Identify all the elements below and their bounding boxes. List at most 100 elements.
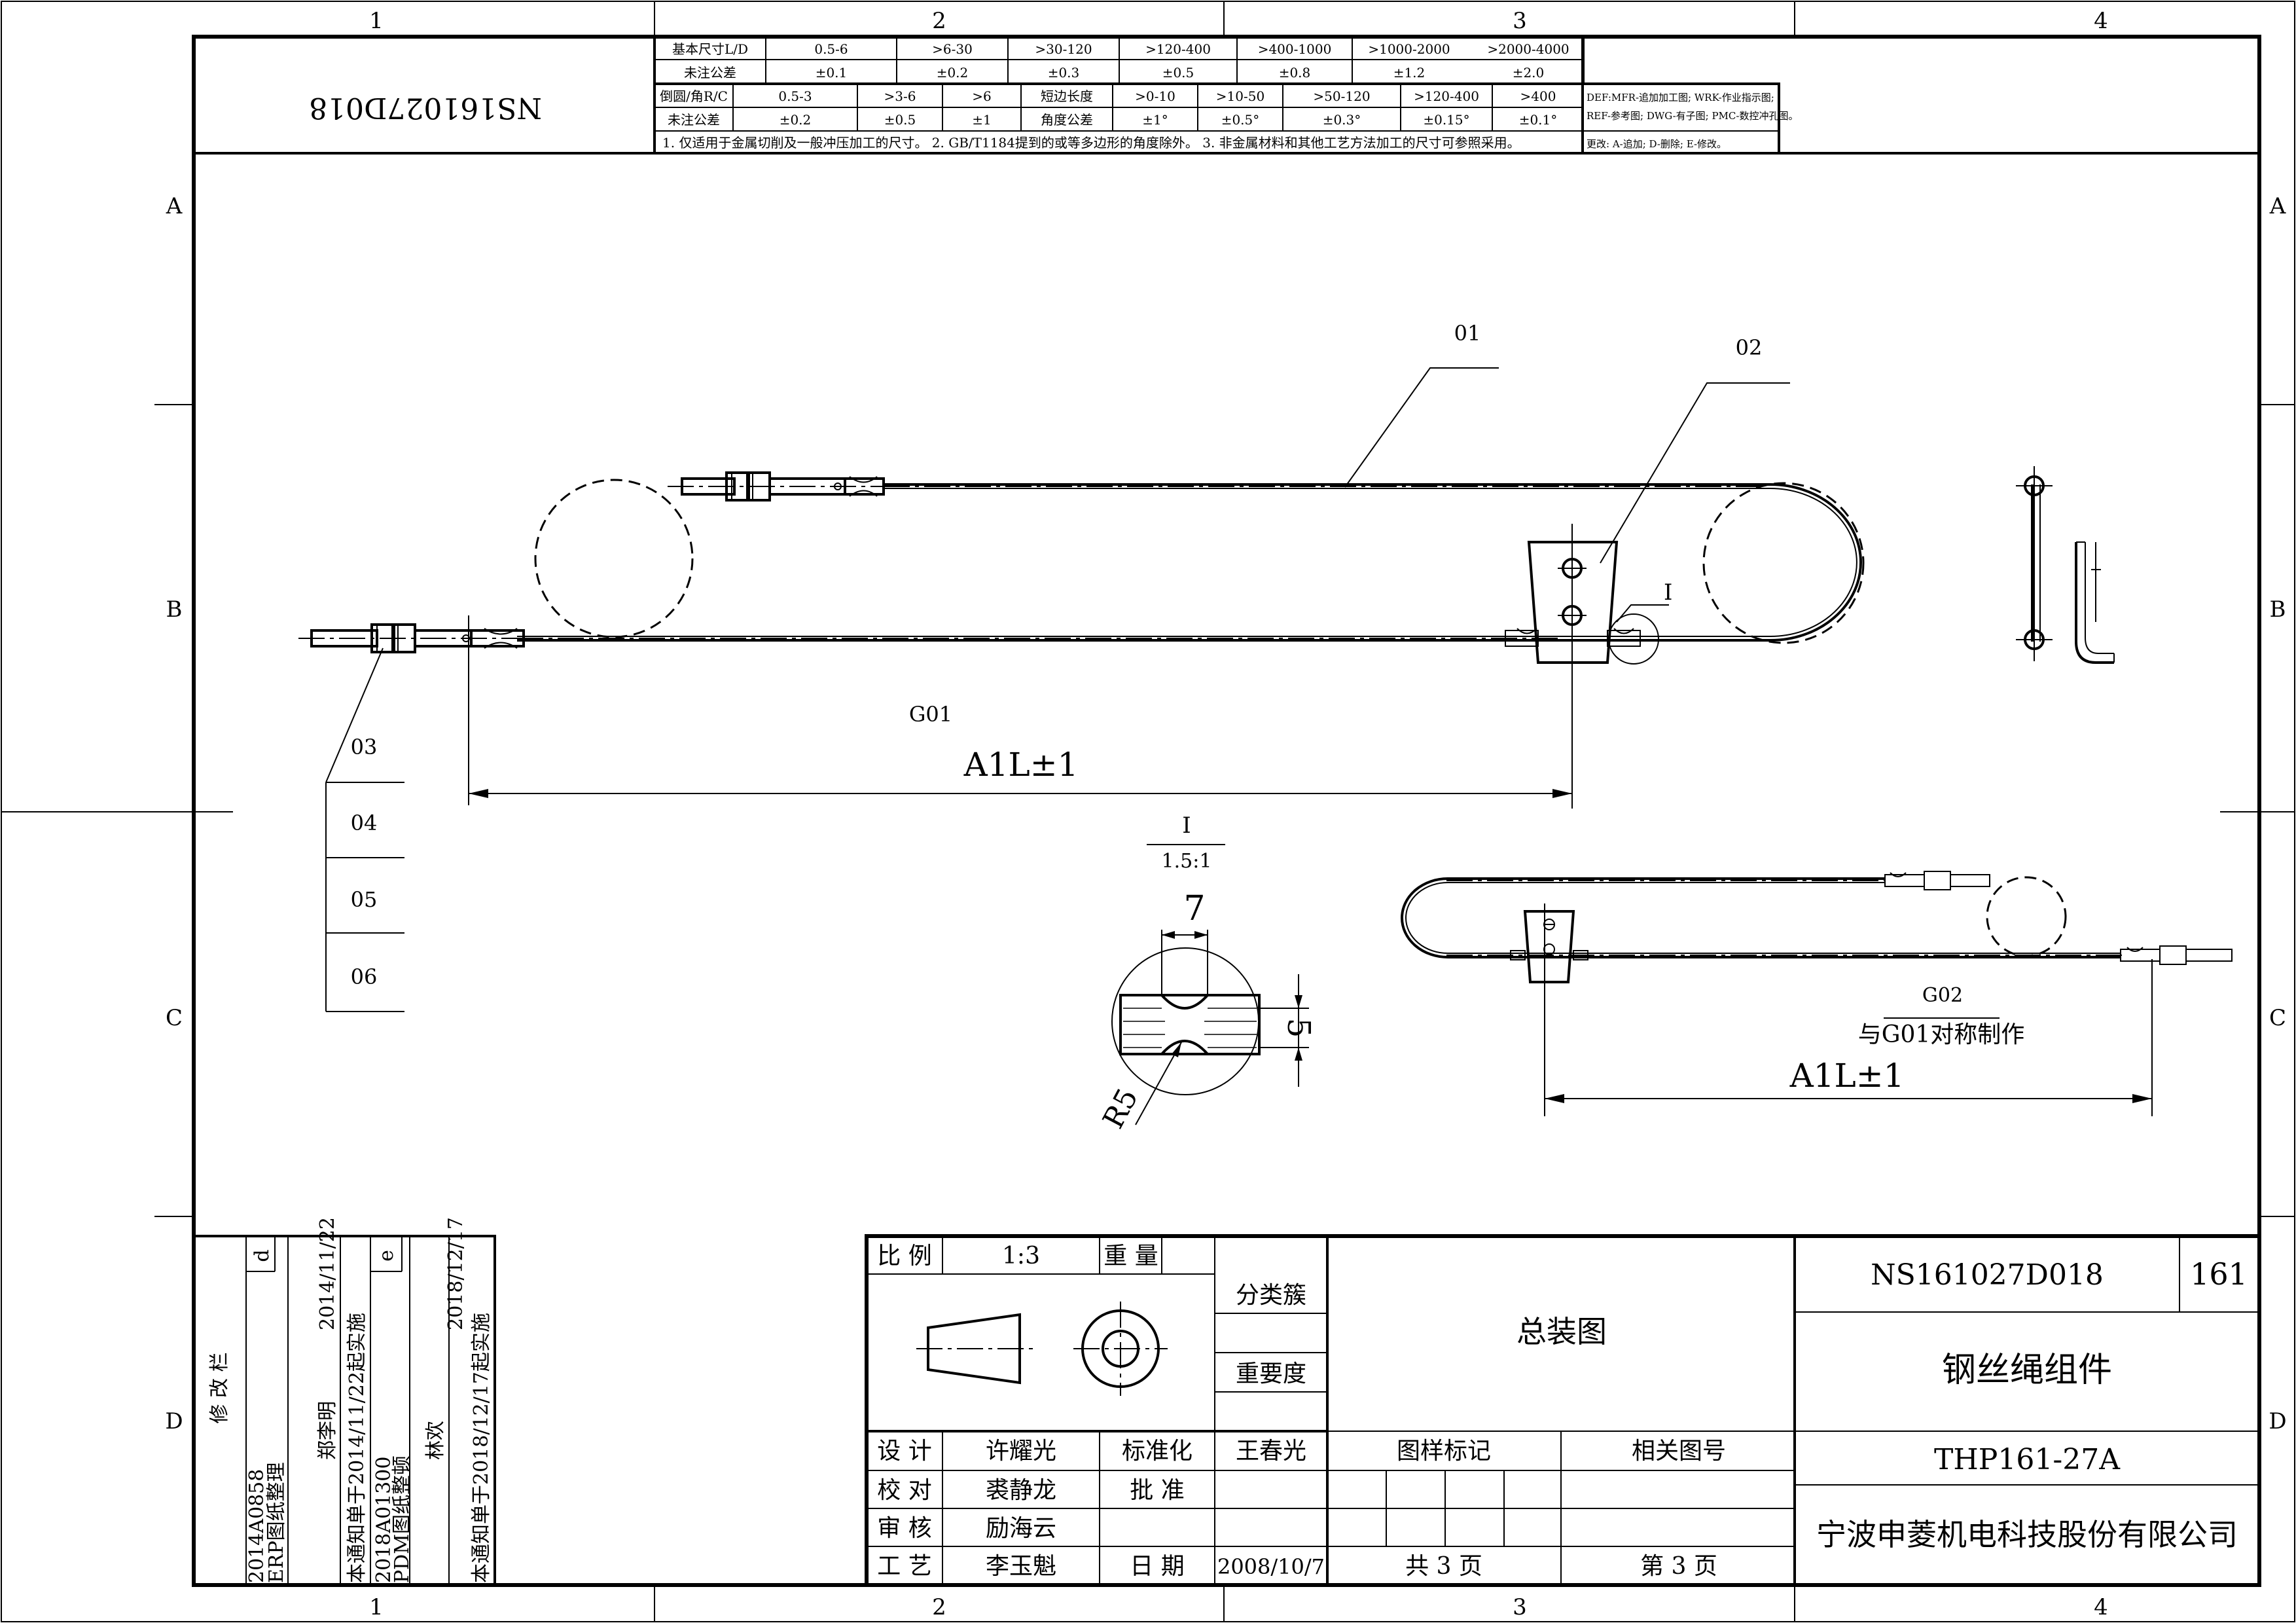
tolerance-table: 基本尺寸L/D 0.5-6 >6-30 >30-120 >120-400 >40…: [653, 35, 1585, 155]
zone-row-a-right: A: [2269, 193, 2286, 219]
revision-mark-1: d: [251, 1249, 274, 1262]
revision-person-2: 林欢: [424, 1421, 447, 1460]
phantom-coil-right: [1702, 482, 1865, 644]
upper-rope-end: [668, 471, 890, 501]
legend-line-1: DEF:MFR-追加加工图; WRK-作业指示图;: [1587, 92, 1774, 103]
tol-r3-c5: 短边长度: [1041, 88, 1093, 104]
detail-callout-circle: [1608, 613, 1659, 665]
tol-r1-c6: >400-1000: [1258, 41, 1332, 57]
balloon-01: 01: [1454, 321, 1481, 346]
tb-part-name: 钢丝绳组件: [1942, 1351, 2112, 1390]
dimension-text-secondary: A1L±1: [1789, 1057, 1905, 1095]
tol-r4-c7: ±0.5°: [1221, 112, 1260, 128]
zone-row-c-right: C: [2269, 1005, 2286, 1031]
zone-col-4-bottom: 4: [2094, 1594, 2108, 1620]
drawing-code-rotated: NS161027D018: [309, 91, 542, 124]
revision-title: 修 改 栏: [208, 1352, 231, 1423]
tb-standard: 王春光: [1236, 1438, 1306, 1465]
tol-r3-c7: >10-50: [1216, 88, 1265, 104]
leader-detail: [1616, 604, 1669, 623]
tol-r3-c8: >50-120: [1313, 88, 1370, 104]
tol-r1-c5: >120-400: [1145, 41, 1211, 57]
tb-related-label: 相关图号: [1632, 1438, 1726, 1465]
revision-notice-2: 本通知单于2018/12/17起实施: [470, 1313, 493, 1583]
legend-line-2: REF-参考图; DWG-有子图; PMC-数控冲孔图。: [1587, 110, 1798, 122]
tb-sample-mark-label: 图样标记: [1397, 1438, 1491, 1465]
zone-row-b-right: B: [2270, 596, 2286, 623]
legend-line-3: 更改: A-追加; D-删除; E-修改。: [1587, 138, 1727, 150]
balloon-06: 06: [351, 964, 378, 989]
tb-scale-label: 比 例: [877, 1243, 931, 1269]
tol-r4-c10: ±0.1°: [1519, 112, 1558, 128]
tb-reviewer: 励海云: [986, 1515, 1056, 1542]
tb-weight-label: 重 量: [1103, 1243, 1158, 1269]
tol-r2-c5: ±0.5: [1162, 65, 1194, 81]
tol-r1-c3: >6-30: [932, 41, 973, 57]
tol-r1-c7: >1000-2000: [1368, 41, 1450, 57]
tol-r3-c1: 倒圆/角R/C: [660, 88, 728, 104]
tol-r4-c1: 未注公差: [668, 112, 720, 128]
zone-col-2-bottom: 2: [932, 1594, 946, 1620]
dimension-a1l-main: A1L±1: [469, 746, 1572, 798]
tol-r3-c9: >120-400: [1414, 88, 1479, 104]
detail-view-i: I 1.5:1 7 5 R5: [1096, 812, 1317, 1134]
dimension-text-main: A1L±1: [963, 746, 1079, 784]
revision-block: 修 改 栏 d 2014A0858 ERP图纸整理 郑李明 2014/11/22…: [192, 1217, 496, 1586]
zone-row-a-left: A: [166, 193, 183, 219]
tol-r4-c4: ±1: [972, 112, 991, 128]
clamp-plate: [1505, 524, 1659, 809]
leader-01: [1344, 367, 1499, 488]
tol-r2-c4: ±0.3: [1048, 65, 1080, 81]
tb-drawing-number: NS161027D018: [1871, 1258, 2104, 1292]
tol-r4-c9: ±0.15°: [1423, 112, 1469, 128]
balloon-stack: 03 04 05 06: [325, 647, 404, 1012]
tol-r2-c2: ±0.1: [816, 65, 848, 81]
revision-desc-1: ERP图纸整理: [265, 1462, 288, 1583]
tol-r2-c1: 未注公差: [684, 65, 736, 81]
zone-col-2-top: 2: [932, 8, 946, 34]
tb-designer: 许耀光: [986, 1438, 1056, 1465]
revision-notice-1: 本通知单于2014/11/22起实施: [346, 1313, 368, 1583]
tb-model: THP161-27A: [1934, 1443, 2121, 1476]
tb-scale-value: 1:3: [1002, 1243, 1040, 1269]
detail-dim-width: 7: [1183, 889, 1205, 928]
view-note-g02: 与G01对称制作: [1858, 1021, 2025, 1048]
tol-r1-c2: 0.5-6: [814, 41, 848, 57]
revision-desc-2: PDM图纸整顿: [391, 1455, 414, 1583]
tb-sheet-code: 161: [2190, 1256, 2248, 1292]
projection-symbol: [916, 1302, 1168, 1396]
zone-row-d-left: D: [165, 1408, 183, 1434]
dimension-a1l-secondary: A1L±1: [1544, 959, 2153, 1116]
tb-total-pages: 共 3 页: [1405, 1553, 1482, 1580]
revision-date-2: 2018/12/17: [444, 1217, 467, 1330]
tol-r1-c1: 基本尺寸L/D: [672, 41, 748, 57]
tb-reviewer-label: 审 核: [877, 1515, 931, 1542]
detail-ref-label: I: [1664, 579, 1672, 606]
tol-r3-c4: >6: [972, 88, 991, 104]
legend-box: DEF:MFR-追加加工图; WRK-作业指示图; REF-参考图; DWG-有…: [1581, 82, 1798, 155]
tol-r4-c3: ±0.5: [884, 112, 916, 128]
tol-r2-c6: ±0.8: [1279, 65, 1311, 81]
detail-dim-height: 5: [1280, 1018, 1317, 1038]
tolerance-note: 1. 仅适用于金属切削及一般冲压加工的尺寸。 2. GB/T1184提到的或等多…: [662, 135, 1520, 151]
tb-standard-label: 标准化: [1122, 1438, 1193, 1465]
tb-process-label: 工 艺: [877, 1553, 931, 1580]
tb-designer-label: 设 计: [877, 1438, 931, 1465]
zone-row-d-right: D: [2269, 1408, 2286, 1434]
tol-r4-c5: 角度公差: [1041, 112, 1093, 128]
leader-02: [1600, 382, 1790, 564]
tb-importance-label: 重要度: [1236, 1360, 1306, 1387]
zone-col-4-top: 4: [2094, 8, 2108, 34]
balloon-05: 05: [351, 887, 378, 912]
detail-scale: 1.5:1: [1162, 850, 1212, 873]
zone-col-3-top: 3: [1513, 8, 1527, 34]
tol-r2-c8: ±2.0: [1513, 65, 1545, 81]
zone-col-3-bottom: 3: [1513, 1594, 1527, 1620]
tol-r4-c2: ±0.2: [780, 112, 812, 128]
revision-mark-2: e: [375, 1250, 398, 1262]
revision-date-1: 2014/11/22: [316, 1217, 339, 1330]
tol-r1-c4: >30-120: [1035, 41, 1092, 57]
balloon-02: 02: [1736, 335, 1763, 360]
detail-label: I: [1182, 812, 1191, 839]
